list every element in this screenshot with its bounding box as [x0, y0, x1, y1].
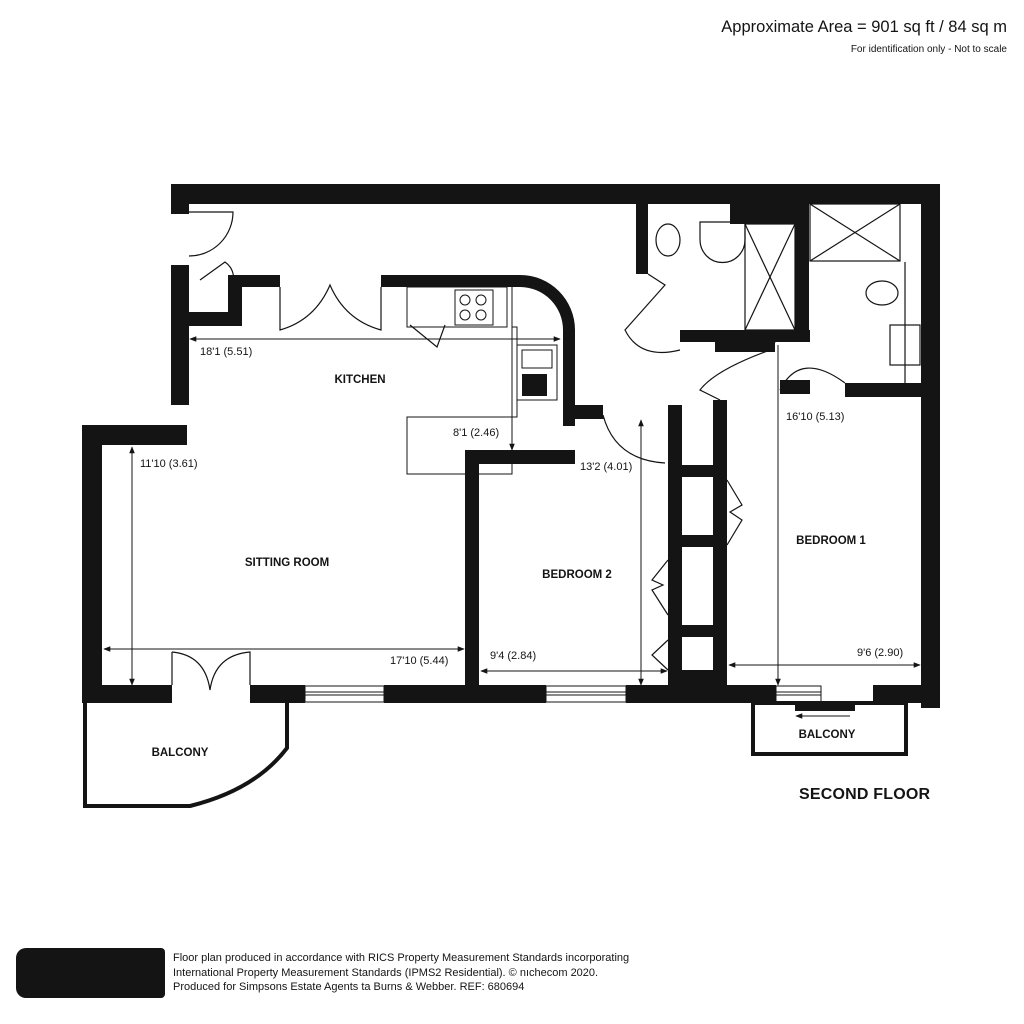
footer-line: Floor plan produced in accordance with R… — [173, 952, 630, 964]
dim-sitting-width: 17'10 (5.44) — [390, 655, 449, 667]
disclaimer-note: For identification only - Not to scale — [850, 44, 1007, 55]
room-balcony-left: BALCONY — [151, 747, 209, 759]
dim-kitchen-width: 18'1 (5.51) — [200, 346, 253, 358]
doors — [171, 211, 846, 691]
dim-bedroom2-width: 9'4 (2.84) — [490, 650, 537, 662]
windows — [304, 685, 822, 703]
room-bedroom-1: BEDROOM 1 — [796, 535, 866, 547]
agent-logo-block — [16, 948, 165, 998]
dim-bedroom2-height: 13'2 (4.01) — [580, 461, 633, 473]
approximate-area: Approximate Area = 901 sq ft / 84 sq m — [721, 18, 1007, 36]
dim-bedroom1-width: 9'6 (2.90) — [857, 647, 904, 659]
dim-kitchen-depth: 8'1 (2.46) — [453, 427, 500, 439]
room-balcony-right: BALCONY — [798, 729, 856, 741]
footer-line: International Property Measurement Stand… — [173, 966, 599, 979]
room-kitchen: KITCHEN — [334, 374, 386, 386]
room-bedroom-2: BEDROOM 2 — [542, 569, 612, 581]
bathroom-fixtures — [655, 203, 921, 383]
walls — [82, 184, 940, 708]
floor-name: SECOND FLOOR — [799, 786, 931, 803]
footer-disclaimer: Floor plan produced in accordance with R… — [173, 951, 629, 995]
dim-sitting-height: 11'10 (3.61) — [140, 458, 198, 470]
footer-line: Produced for Simpsons Estate Agents ta B… — [173, 981, 525, 993]
dimension-lines — [103, 279, 921, 686]
balcony-left-outline — [83, 703, 289, 808]
dim-bedroom1-height: 16'10 (5.13) — [786, 411, 845, 423]
room-sitting-room: SITTING ROOM — [244, 557, 330, 569]
